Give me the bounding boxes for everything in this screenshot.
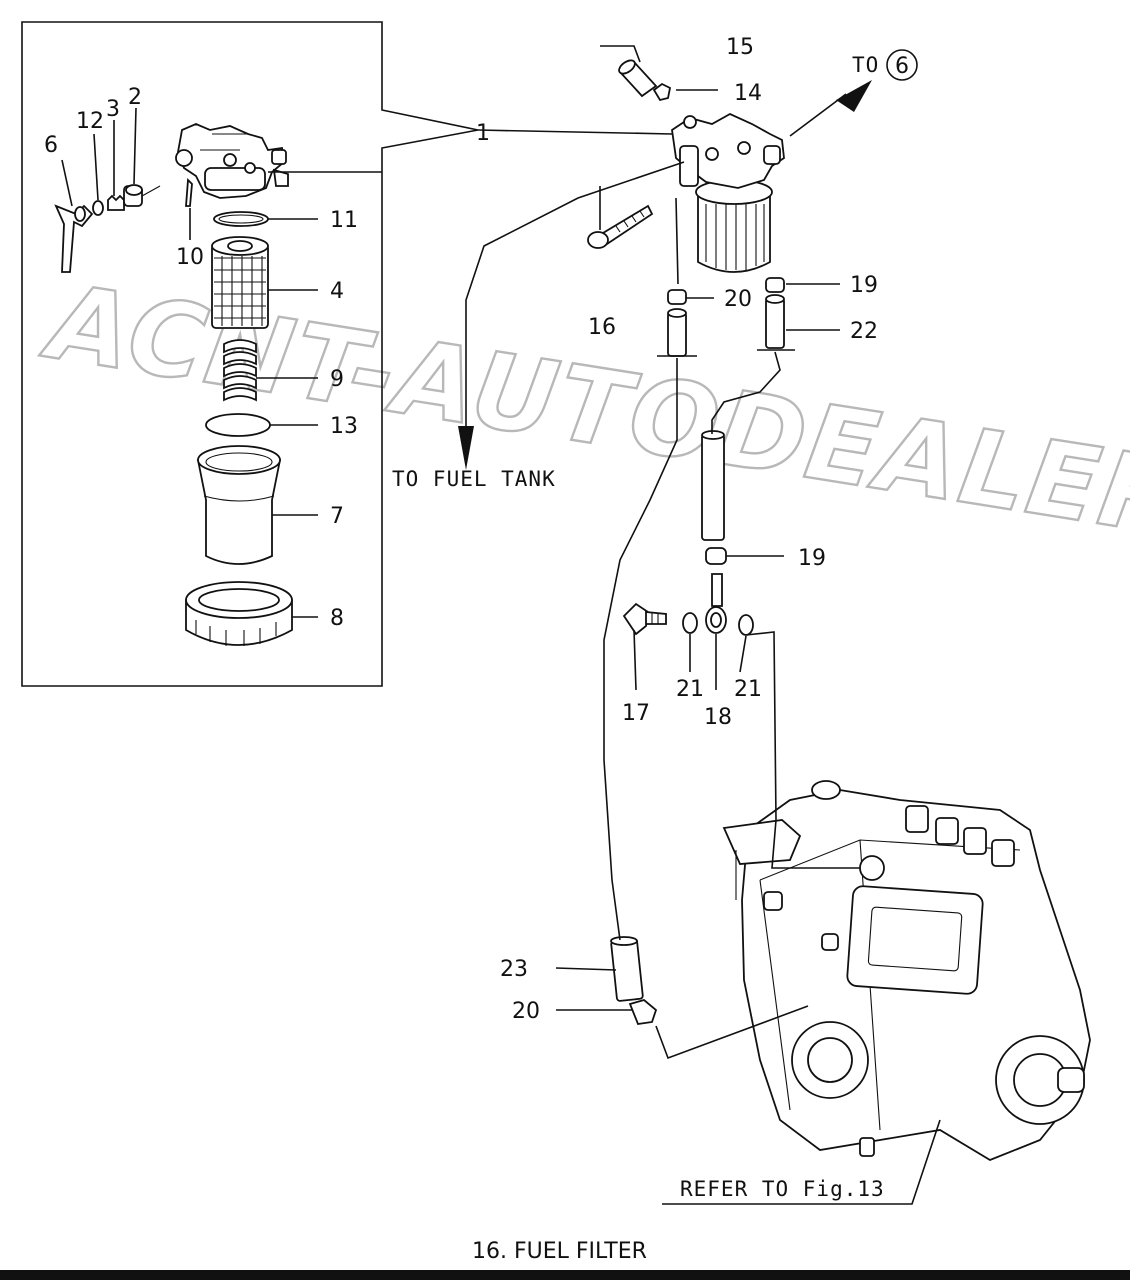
- callout-labels: 1 2 3 4 6 7 8 9 10 11 12 13 14 15 16 17 …: [44, 35, 878, 1024]
- callout-11: 11: [330, 208, 358, 233]
- clip-20-top: [667, 289, 687, 305]
- plug-guide-line: [141, 185, 161, 197]
- watermark: ACNT-AUTODEALER.RU: [35, 260, 1130, 594]
- callout-1: 1: [476, 121, 490, 146]
- callout-17: 17: [622, 701, 650, 726]
- clip-14: [652, 82, 672, 102]
- figure-caption: 16. FUEL FILTER: [472, 1239, 647, 1264]
- callout-20-top: 20: [724, 287, 752, 312]
- washer-21-right: [738, 614, 754, 636]
- callout-19-mid: 19: [798, 546, 826, 571]
- hose-22: [765, 297, 785, 349]
- callout-3: 3: [106, 97, 120, 122]
- callout-8: 8: [330, 606, 344, 631]
- callout-21-left: 21: [676, 677, 704, 702]
- callout-16: 16: [588, 315, 616, 340]
- filter-bowl: [196, 445, 282, 565]
- callout-18: 18: [704, 705, 732, 730]
- washer-21-left: [682, 612, 698, 634]
- callout-10: 10: [176, 245, 204, 270]
- hose-15: [618, 59, 658, 98]
- plug-2: [123, 184, 143, 207]
- right-leaders: [465, 45, 941, 1205]
- assembled-filter: [671, 112, 785, 273]
- arrow-to-6: [836, 80, 872, 112]
- callout-12: 12: [76, 109, 104, 134]
- clip-20-bottom: [628, 999, 658, 1025]
- left-leaders: [61, 107, 382, 618]
- callout-4: 4: [330, 279, 344, 304]
- spring-3: [107, 194, 125, 211]
- hose-upper-left: [667, 311, 687, 357]
- callout-15: 15: [726, 35, 754, 60]
- note-to-fuel-tank: TO FUEL TANK: [392, 467, 556, 491]
- filter-element: [211, 236, 269, 329]
- injection-pump: [722, 780, 1091, 1162]
- ring-nut: [185, 581, 293, 646]
- hose-lower-right: [701, 433, 725, 541]
- note-to-prefix: TO: [852, 53, 879, 77]
- note-refer-fig: REFER TO Fig.13: [680, 1177, 885, 1201]
- clip-19-top: [765, 277, 785, 293]
- arrow-to-fuel-tank: [458, 426, 474, 470]
- filter-head-exploded: [175, 123, 289, 199]
- fuel-cock: [54, 204, 94, 273]
- clip-19-mid: [705, 547, 727, 565]
- callout-20-bottom: 20: [512, 999, 540, 1024]
- bottom-border-bar: [0, 1270, 1130, 1280]
- callout-13: 13: [330, 414, 358, 439]
- callout-22: 22: [850, 319, 878, 344]
- o-ring-13: [205, 413, 271, 437]
- callout-6: 6: [44, 133, 58, 158]
- callout-14: 14: [734, 81, 762, 106]
- eye-bolt-17: [622, 602, 667, 636]
- callout-9: 9: [330, 367, 344, 392]
- circled-ref-6: [886, 49, 918, 81]
- callout-2: 2: [128, 85, 142, 110]
- callout-7: 7: [330, 504, 344, 529]
- o-ring-11: [213, 211, 269, 227]
- bolt-16: [587, 204, 654, 249]
- banjo-18: [705, 573, 727, 634]
- callout-19-top: 19: [850, 273, 878, 298]
- exploded-view-frame: [21, 21, 479, 687]
- o-ring-12: [92, 200, 104, 216]
- bleeder-screw-10: [185, 177, 193, 207]
- note-to-ref: 6: [895, 54, 909, 79]
- callout-21-right: 21: [734, 677, 762, 702]
- spring-9: [223, 339, 257, 402]
- callout-23: 23: [500, 957, 528, 982]
